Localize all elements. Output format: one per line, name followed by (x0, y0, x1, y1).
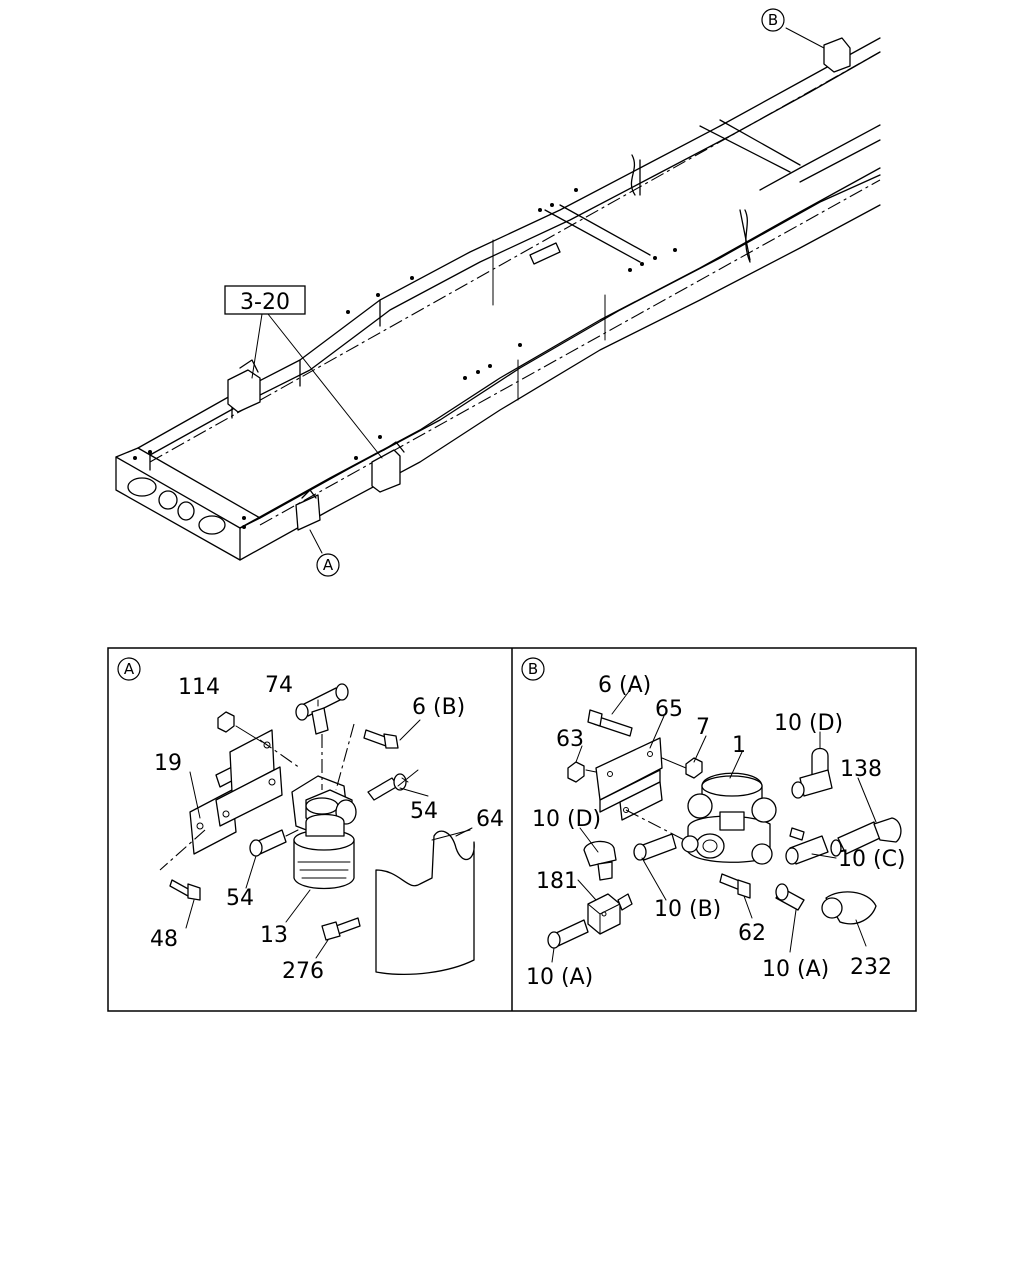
label-10d-left: 10 (D) (532, 807, 601, 832)
label-6b: 6 (B) (412, 695, 465, 720)
callout-a-circle (316, 553, 340, 577)
label-276: 276 (282, 959, 324, 984)
label-19: 19 (154, 751, 182, 776)
reference-box-label: 3-20 (240, 290, 290, 315)
label-1: 1 (732, 733, 746, 758)
label-6a: 6 (A) (598, 673, 651, 698)
panel-a-marker: A (124, 660, 135, 678)
leader-3-20-left (251, 313, 263, 379)
label-74: 74 (265, 673, 293, 698)
panel-b: B (521, 657, 906, 990)
label-62: 62 (738, 921, 766, 946)
leader-3-20-right (267, 313, 383, 459)
label-232: 232 (850, 955, 892, 980)
callout-b-label: B (768, 11, 778, 29)
label-10b: 10 (B) (654, 897, 721, 922)
label-10c: 10 (C) (838, 847, 906, 872)
label-54-right: 54 (410, 799, 438, 824)
label-10d-top: 10 (D) (774, 711, 843, 736)
label-65: 65 (655, 697, 683, 722)
callout-a-label: A (323, 556, 334, 574)
label-54-left: 54 (226, 886, 254, 911)
label-10a-left: 10 (A) (526, 965, 593, 990)
chassis-frame (115, 27, 881, 561)
panel-a-marker-circle (117, 657, 141, 681)
label-7: 7 (696, 715, 710, 740)
panel-b-marker: B (528, 660, 538, 678)
label-114: 114 (178, 675, 220, 700)
panel-b-marker-circle (521, 657, 545, 681)
label-138: 138 (840, 757, 882, 782)
label-64: 64 (476, 807, 504, 832)
label-10a-right: 10 (A) (762, 957, 829, 982)
panel-a: A (117, 657, 504, 984)
callout-b-circle (761, 8, 785, 32)
reference-box-outline (224, 285, 306, 315)
label-48: 48 (150, 927, 178, 952)
label-63: 63 (556, 727, 584, 752)
label-13: 13 (260, 923, 288, 948)
label-181: 181 (536, 869, 578, 894)
